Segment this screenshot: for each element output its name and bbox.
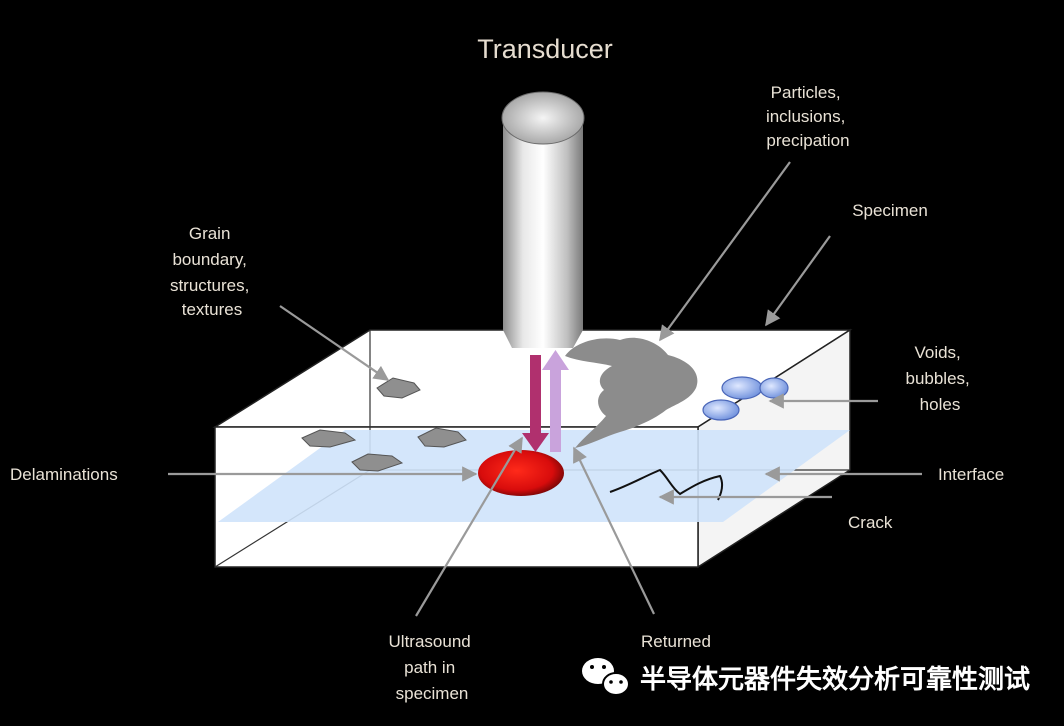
grain-feature [376, 377, 421, 399]
label-voids: Voids, bubbles, holes [905, 343, 974, 414]
ultrasound-arrows [522, 350, 569, 452]
transducer-body [503, 118, 583, 348]
watermark-text: 半导体元器件失效分析可靠性测试 [640, 664, 1030, 695]
void-bubble [702, 399, 740, 421]
label-voids-line: holes [920, 395, 961, 414]
label-ultrasound-line: path in [404, 658, 455, 677]
watermark: 半导体元器件失效分析可靠性测试 [582, 658, 1030, 696]
label-grain-line: textures [182, 300, 242, 319]
transducer-top [501, 91, 585, 145]
pointer-ultrasound [415, 436, 523, 617]
label-specimen: Specimen [852, 201, 928, 220]
grain-feature [301, 429, 357, 448]
pointer-specimen [765, 235, 831, 327]
label-delaminations: Delaminations [10, 465, 118, 484]
label-voids-line: Voids, [914, 343, 960, 362]
label-ultrasound-line: specimen [396, 684, 469, 703]
label-interface: Interface [938, 465, 1004, 484]
label-grain-line: boundary, [172, 250, 246, 269]
specimen-block [212, 328, 853, 569]
incident-arrow-shaft [530, 355, 541, 435]
pointer-lines [168, 161, 922, 617]
label-grain: Grain boundary, structures, textures [170, 224, 254, 319]
particles-inclusions [565, 337, 698, 448]
pointer-grain [279, 305, 390, 381]
void-bubble [721, 376, 763, 400]
pointer-particles [659, 161, 791, 342]
voids [702, 376, 789, 421]
label-particles-line: precipation [766, 131, 849, 150]
label-grain-line: Grain [189, 224, 231, 243]
grain-feature [417, 427, 467, 448]
label-ultrasound: Ultrasound path in specimen [389, 632, 476, 703]
void-bubble [759, 377, 789, 399]
label-particles: Particles, inclusions, precipation [766, 83, 850, 150]
grain-features [301, 377, 467, 472]
label-particles-line: inclusions, [766, 107, 845, 126]
label-particles-line: Particles, [771, 83, 841, 102]
diagram-title: Transducer [477, 34, 613, 64]
crack [609, 468, 724, 501]
returned-arrow-head [542, 350, 569, 370]
incident-arrow-head [522, 433, 549, 452]
label-grain-line: structures, [170, 276, 249, 295]
label-returned: Returned [641, 632, 711, 651]
transducer [501, 91, 585, 348]
label-crack: Crack [848, 513, 893, 532]
label-voids-line: bubbles, [905, 369, 969, 388]
delamination [478, 450, 564, 496]
grain-feature [351, 453, 404, 472]
pointer-returned [573, 446, 655, 615]
label-ultrasound-line: Ultrasound [389, 632, 471, 651]
returned-arrow-shaft [550, 368, 561, 452]
wechat-icon [582, 658, 630, 696]
